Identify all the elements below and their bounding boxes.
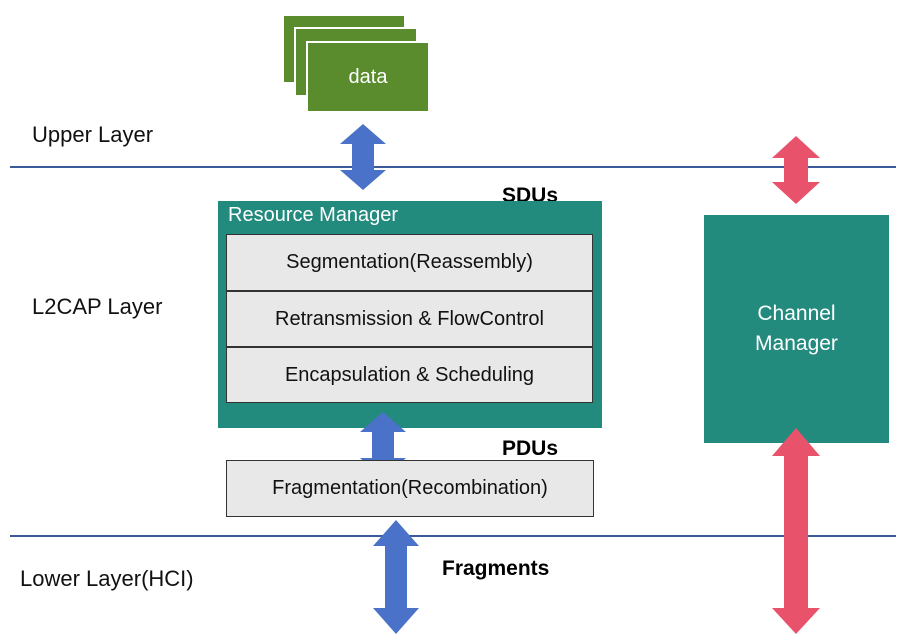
- fragmentation-label: Fragmentation(Recombination): [272, 477, 548, 499]
- resource-manager-title: Resource Manager: [228, 204, 399, 226]
- pdus-label: PDUs: [502, 437, 559, 460]
- encapsulation-label: Encapsulation & Scheduling: [284, 363, 535, 386]
- data-label: data: [348, 65, 388, 88]
- fragmentation-box: Fragmentation(Recombination): [226, 460, 594, 517]
- channel-upper-arrow: [772, 136, 820, 204]
- lower-layer-line: [10, 535, 896, 537]
- l2cap-layer-label: L2CAP Layer: [32, 294, 163, 319]
- lower-fragments-arrow: [373, 520, 419, 634]
- upper-layer-label: Upper Layer: [32, 122, 154, 147]
- channel-manager-line2: Manager: [755, 332, 838, 355]
- channel-manager-box: Channel Manager: [704, 215, 889, 443]
- segmentation-box: Segmentation(Reassembly): [226, 234, 593, 291]
- fragments-label: Fragments: [442, 557, 550, 580]
- channel-lower-arrow: [772, 428, 820, 634]
- segmentation-label: Segmentation(Reassembly): [286, 251, 533, 273]
- resource-manager-box: Resource Manager Segmentation(Reassembly…: [218, 201, 602, 428]
- retransmission-box: Retransmission & FlowControl: [226, 291, 593, 347]
- lower-layer-label: Lower Layer(HCI): [20, 566, 194, 591]
- data-card-front: data: [306, 41, 430, 113]
- upper-data-arrow: [340, 124, 386, 190]
- upper-layer-line: [10, 166, 896, 168]
- retransmission-label: Retransmission & FlowControl: [275, 307, 544, 330]
- encapsulation-box: Encapsulation & Scheduling: [226, 347, 593, 403]
- channel-manager-line1: Channel: [757, 302, 836, 325]
